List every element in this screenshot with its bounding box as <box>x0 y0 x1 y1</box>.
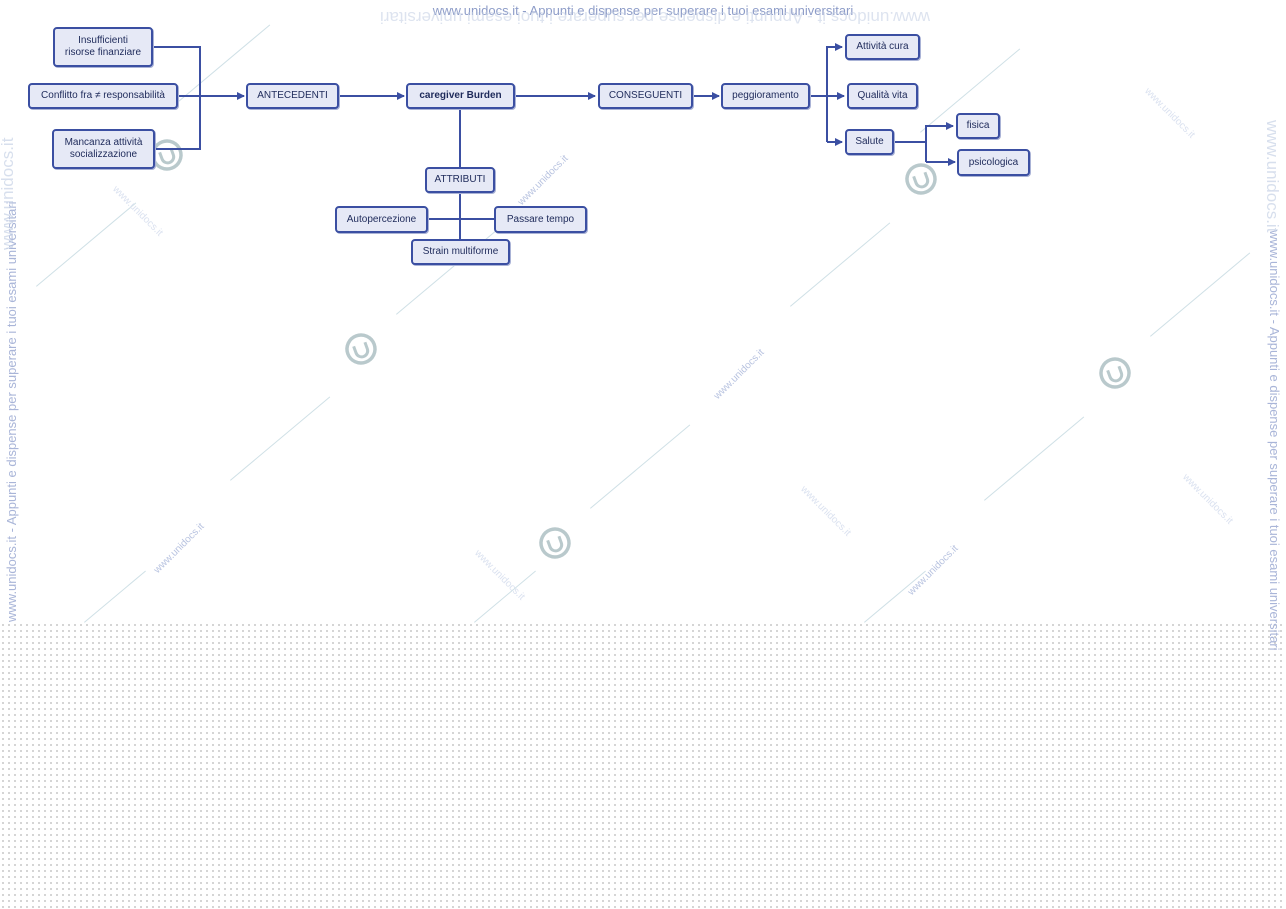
node-strain-multiforme: Strain multiforme <box>411 239 510 265</box>
node-attivita-cura: Attività cura <box>845 34 920 60</box>
node-passare-tempo: Passare tempo <box>494 206 587 233</box>
watermark-logo-icon <box>1099 357 1131 389</box>
watermark-logo-icon <box>905 163 937 195</box>
watermark-header-text: www.unidocs.it - Appunti e dispense per … <box>432 3 854 18</box>
node-qualita-vita: Qualità vita <box>847 83 918 109</box>
node-autopercezione: Autopercezione <box>335 206 428 233</box>
watermark-logo-icon <box>345 333 377 365</box>
node-attributi: ATTRIBUTI <box>425 167 495 193</box>
node-peggioramento: peggioramento <box>721 83 810 109</box>
node-antecedenti: ANTECEDENTI <box>246 83 339 109</box>
node-conseguenti: CONSEGUENTI <box>598 83 693 109</box>
connector-line <box>925 122 954 162</box>
watermark-logo-icon <box>539 527 571 559</box>
node-salute: Salute <box>845 129 894 155</box>
connector-line <box>153 46 201 150</box>
node-mancanza-attivita: Mancanza attività socializzazione <box>52 129 155 169</box>
node-fisica: fisica <box>956 113 1000 139</box>
node-psicologica: psicologica <box>957 149 1030 176</box>
node-insufficienti-risorse: Insufficienti risorse finanziare <box>53 27 153 67</box>
node-caregiver-burden: caregiver Burden <box>406 83 515 109</box>
node-conflitto-responsabilita: Conflitto fra ≠ responsabilità <box>28 83 178 109</box>
connector-line <box>826 43 843 142</box>
dotted-background <box>0 622 1286 909</box>
diagram-connectors <box>153 43 956 240</box>
